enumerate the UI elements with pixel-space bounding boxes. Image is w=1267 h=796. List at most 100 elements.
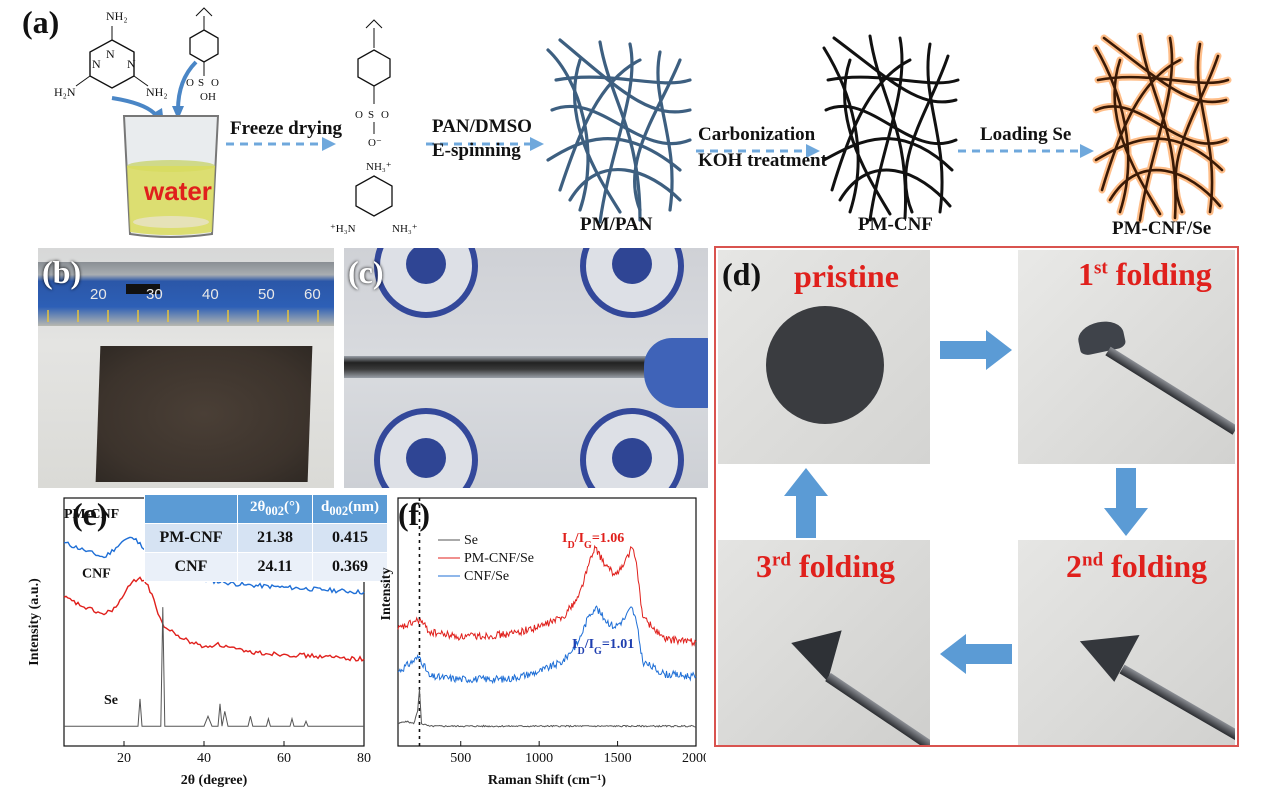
beaker-water-label: water [144, 176, 212, 207]
annotation-part: =1.01 [602, 637, 634, 652]
second-word: folding [1111, 548, 1207, 584]
x-tick-label: 60 [277, 751, 291, 766]
svg-text:O: O [355, 109, 363, 121]
series-line-pm-cnf-se [398, 546, 696, 645]
x-tick-label: 2000 [682, 751, 706, 766]
panel-e-label: (e) [72, 496, 108, 533]
first-word: folding [1116, 256, 1212, 292]
xrd-table-row: PM-CNF 21.38 0.415 [145, 524, 388, 553]
xrd-cell: CNF [145, 553, 238, 582]
pss-structure: SO O OH [186, 8, 219, 103]
svg-text:N: N [92, 57, 101, 71]
pm-pan-fibers-icon [548, 40, 690, 222]
xrd-table-header: 2θ002(°) d002(nm) [145, 495, 388, 524]
id-ig-annotation: ID/IG=1.01 [572, 637, 634, 657]
series-line-cnf [64, 577, 364, 661]
first-sup: st [1094, 257, 1108, 278]
glove [644, 338, 708, 408]
svg-text:NH₃⁺: NH₃⁺ [392, 223, 418, 235]
annotation-part: =1.06 [592, 531, 624, 546]
svg-text:O: O [211, 77, 219, 89]
third-num: 3 [756, 548, 772, 584]
emblem-center-3 [406, 438, 446, 478]
panel-c-label: (c) [348, 254, 384, 291]
xrd-header-blank [145, 495, 238, 524]
pm-cnf-fibers-icon [824, 36, 958, 220]
emblem-center-4 [612, 438, 652, 478]
x-axis-label: 2θ (degree) [181, 773, 248, 788]
step-carbonization-line2: KOH treatment [698, 150, 827, 172]
series-line-se [398, 689, 696, 727]
svg-text:O: O [381, 109, 389, 121]
svg-text:O: O [186, 77, 194, 89]
ruler-number-30: 30 [146, 286, 163, 303]
svg-text:S: S [198, 77, 204, 89]
step-carbonization-line1: Carbonization [698, 124, 815, 146]
svg-text:O⁻: O⁻ [368, 137, 382, 149]
pm-cnf-se-fibers-icon [1096, 36, 1228, 220]
svg-text:NH₃⁺: NH₃⁺ [366, 161, 392, 173]
label-second-folding: 2nd folding [1066, 548, 1207, 585]
y-axis-label: Intensity (a.u.) [27, 578, 42, 666]
svg-text:S: S [368, 109, 374, 121]
ruler-ticks [38, 248, 334, 328]
x-tick-label: 40 [197, 751, 211, 766]
xrd-cell: PM-CNF [145, 524, 238, 553]
ruler-number-20: 20 [90, 286, 107, 303]
x-tick-label: 1500 [604, 751, 632, 766]
annotation-part: /I [584, 637, 594, 652]
second-sup: nd [1082, 549, 1103, 570]
svg-text:⁺H₃N: ⁺H₃N [330, 223, 356, 235]
arrow-down-icon [1104, 468, 1148, 536]
svg-text:H₂N: H₂N [54, 85, 76, 99]
id-ig-annotation: ID/IG=1.06 [562, 531, 624, 551]
label-third-folding: 3rd folding [756, 548, 895, 585]
step-spinning-line1: PAN/DMSO [432, 116, 532, 138]
legend-entry: CNF/Se [464, 569, 509, 584]
step-spinning-line2: E-spinning [432, 140, 521, 162]
series-annotation: CNF [82, 566, 111, 581]
ruler-number-60: 60 [304, 286, 321, 303]
arrow-left-icon [940, 634, 1012, 674]
third-word: folding [799, 548, 895, 584]
step-freeze-drying: Freeze drying [230, 118, 342, 140]
annotation-part: D [577, 646, 584, 657]
svg-text:N: N [106, 47, 115, 61]
svg-text:OH: OH [200, 91, 216, 103]
panel-b-photo: 20 30 40 50 60 [38, 248, 334, 488]
x-tick-label: 1000 [525, 751, 553, 766]
y-axis-label: Intensity [379, 568, 394, 621]
panel-d-label: (d) [722, 256, 761, 293]
x-tick-label: 80 [357, 751, 371, 766]
raman-chart: 500100015002000Raman Shift (cm⁻¹)Intensi… [376, 494, 706, 790]
first-num: 1 [1078, 256, 1094, 292]
series-line-cnf-se [398, 606, 696, 683]
arrow-right-icon [940, 330, 1012, 370]
series-annotation: Se [104, 693, 118, 708]
product-pm-cnf-se: PM-CNF/Se [1112, 218, 1211, 240]
ruler-number-40: 40 [202, 286, 219, 303]
carbon-film [96, 346, 313, 482]
x-tick-label: 20 [117, 751, 131, 766]
svg-text:N: N [127, 57, 136, 71]
annotation-part: /I [574, 531, 584, 546]
second-num: 2 [1066, 548, 1082, 584]
svg-text:NH₂: NH₂ [106, 9, 128, 23]
melamine-structure: NNN NH₂ H₂N NH₂ [54, 9, 168, 99]
label-first-folding: 1st folding [1078, 256, 1212, 293]
complex-structure: SO O O⁻ NH₃⁺ ⁺H₃N NH₃⁺ [330, 20, 418, 235]
panel-c-photo [344, 248, 708, 488]
product-pm-pan: PM/PAN [580, 214, 652, 236]
arrow-up-icon [784, 468, 828, 538]
legend-entry: PM-CNF/Se [464, 551, 534, 566]
product-pm-cnf: PM-CNF [858, 214, 933, 236]
xrd-table-row: CNF 24.11 0.369 [145, 553, 388, 582]
third-sup: rd [772, 549, 791, 570]
xrd-cell: 21.38 [238, 524, 313, 553]
step-loading-se: Loading Se [980, 124, 1071, 146]
x-axis-label: Raman Shift (cm⁻¹) [488, 773, 606, 788]
series-line-se [64, 607, 364, 726]
legend-entry: Se [464, 533, 478, 548]
xrd-cell: 24.11 [238, 553, 313, 582]
